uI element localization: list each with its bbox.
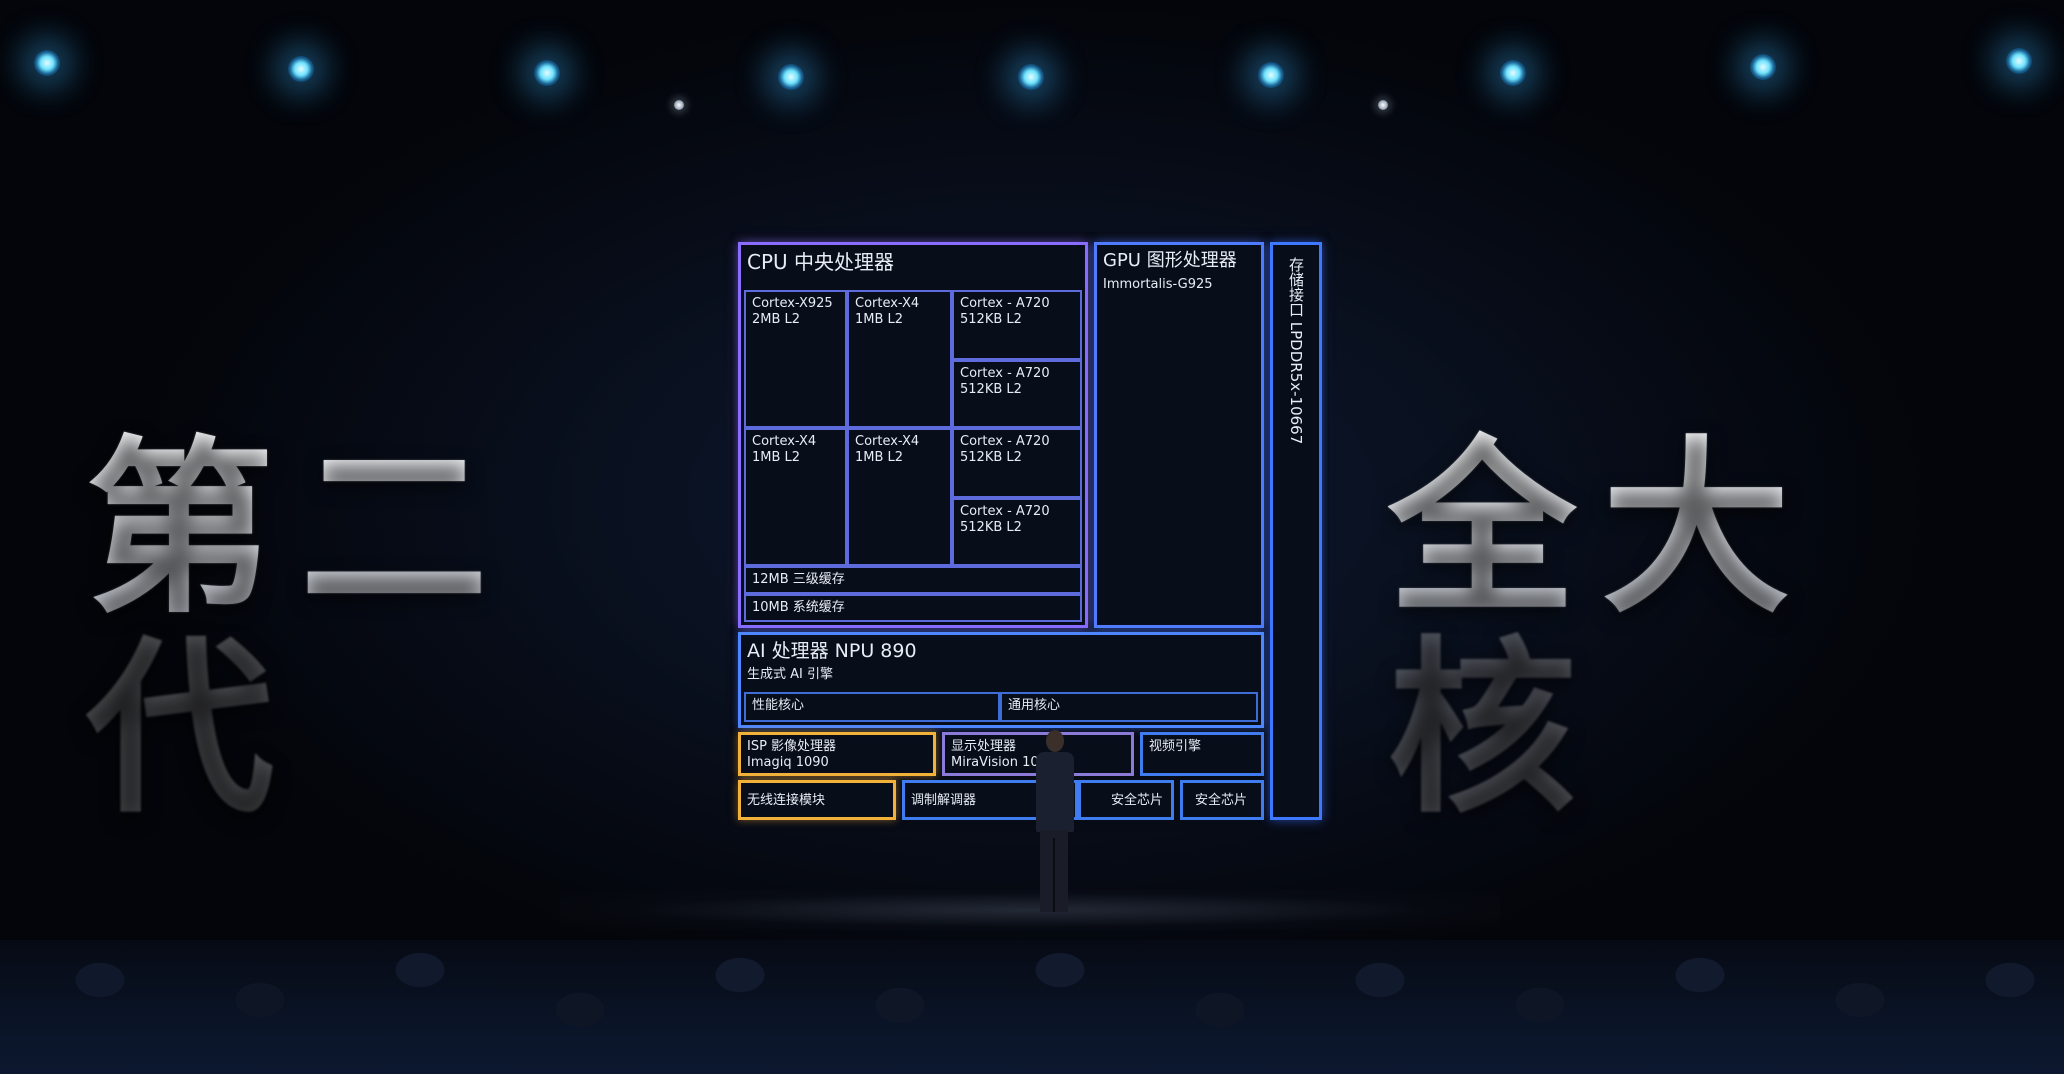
security-chip-title: 安全芯片 <box>1195 793 1248 808</box>
core-name: Cortex - A720 <box>960 296 1050 311</box>
security-chip-block: 安全芯片 <box>1180 780 1264 820</box>
stage-light-icon <box>1378 100 1388 110</box>
stage-light-icon <box>1750 54 1776 80</box>
stage-light-icon <box>1258 62 1284 88</box>
stage-light-icon <box>34 50 60 76</box>
isp-title: ISP 影像处理器 <box>747 739 837 754</box>
display-model: MiraVision 1090 <box>951 755 1056 770</box>
cpu-title: CPU 中央处理器 <box>747 250 895 274</box>
video-engine-block: 视频引擎 <box>1140 732 1264 776</box>
stage-light-icon <box>674 100 684 110</box>
core-cache: 1MB L2 <box>855 312 904 327</box>
core-cache: 512KB L2 <box>960 312 1022 327</box>
core-cache: 2MB L2 <box>752 312 801 327</box>
headline-right: 全大核 <box>1388 430 1988 830</box>
memory-interface-block: 存储接口 LPDDR5x-10667 <box>1270 242 1322 820</box>
cpu-core: Cortex - A720 512KB L2 <box>952 360 1082 428</box>
core-name: Cortex-X925 <box>752 296 833 311</box>
core-name: Cortex-X4 <box>855 434 920 449</box>
stage-light-icon <box>288 56 314 82</box>
cpu-core: Cortex-X4 1MB L2 <box>847 428 952 566</box>
gpu-title: GPU 图形处理器 <box>1103 250 1237 271</box>
stage-light-icon <box>2006 48 2032 74</box>
system-cache: 10MB 系统缓存 <box>744 594 1082 622</box>
npu-title: AI 处理器 NPU 890 <box>747 640 917 662</box>
core-name: Cortex - A720 <box>960 434 1050 449</box>
modem-title: 调制解调器 <box>911 793 977 808</box>
security-chip-block: 安全芯片 <box>1078 780 1174 820</box>
chip-diagram-screen: CPU 中央处理器 Cortex-X925 2MB L2 Cortex-X4 1… <box>730 232 1330 832</box>
display-title: 显示处理器 <box>951 739 1017 754</box>
core-name: Cortex - A720 <box>960 504 1050 519</box>
video-engine-title: 视频引擎 <box>1149 739 1202 754</box>
cpu-core: Cortex-X925 2MB L2 <box>744 290 847 428</box>
gpu-block: GPU 图形处理器 Immortalis-G925 <box>1094 242 1264 628</box>
headline-left: 第二代 <box>86 430 686 830</box>
l3-cache: 12MB 三级缓存 <box>744 566 1082 594</box>
gpu-model: Immortalis-G925 <box>1103 277 1213 292</box>
npu-block: AI 处理器 NPU 890 生成式 AI 引擎 <box>738 632 1264 728</box>
presenter-body <box>1036 752 1074 832</box>
cpu-core: Cortex - A720 512KB L2 <box>952 498 1082 566</box>
cpu-core: Cortex-X4 1MB L2 <box>847 290 952 428</box>
security-chip-title: 安全芯片 <box>1111 793 1164 808</box>
wireless-block: 无线连接模块 <box>738 780 896 820</box>
core-name: Cortex-X4 <box>752 434 817 449</box>
npu-subtitle: 生成式 AI 引擎 <box>747 667 833 682</box>
stage-light-icon <box>534 60 560 86</box>
core-cache: 512KB L2 <box>960 450 1022 465</box>
memory-interface-label: 存储接口 LPDDR5x-10667 <box>1287 257 1305 445</box>
system-cache-label: 10MB 系统缓存 <box>752 600 845 615</box>
cpu-core: Cortex - A720 512KB L2 <box>952 428 1082 498</box>
stage-light-icon <box>1500 60 1526 86</box>
presenter-legs <box>1040 830 1068 912</box>
l3-cache-label: 12MB 三级缓存 <box>752 572 845 587</box>
core-cache: 512KB L2 <box>960 382 1022 397</box>
npu-perf-core: 性能核心 <box>744 692 1000 722</box>
core-name: Cortex - A720 <box>960 366 1050 381</box>
core-name: Cortex-X4 <box>855 296 920 311</box>
npu-general-core: 通用核心 <box>1000 692 1258 722</box>
cpu-block: CPU 中央处理器 <box>738 242 1088 628</box>
isp-block: ISP 影像处理器 Imagiq 1090 <box>738 732 936 776</box>
presenter <box>1030 730 1078 918</box>
stage-light-icon <box>1018 64 1044 90</box>
audience <box>0 940 2064 1074</box>
cpu-core: Cortex-X4 1MB L2 <box>744 428 847 566</box>
cpu-core: Cortex - A720 512KB L2 <box>952 290 1082 360</box>
core-cache: 1MB L2 <box>752 450 801 465</box>
stage-light-icon <box>778 64 804 90</box>
npu-perf-label: 性能核心 <box>752 698 805 713</box>
wireless-title: 无线连接模块 <box>747 793 826 808</box>
core-cache: 1MB L2 <box>855 450 904 465</box>
core-cache: 512KB L2 <box>960 520 1022 535</box>
isp-model: Imagiq 1090 <box>747 755 829 770</box>
npu-general-label: 通用核心 <box>1008 698 1061 713</box>
stage-floor <box>560 890 1500 930</box>
presenter-head <box>1046 730 1064 752</box>
